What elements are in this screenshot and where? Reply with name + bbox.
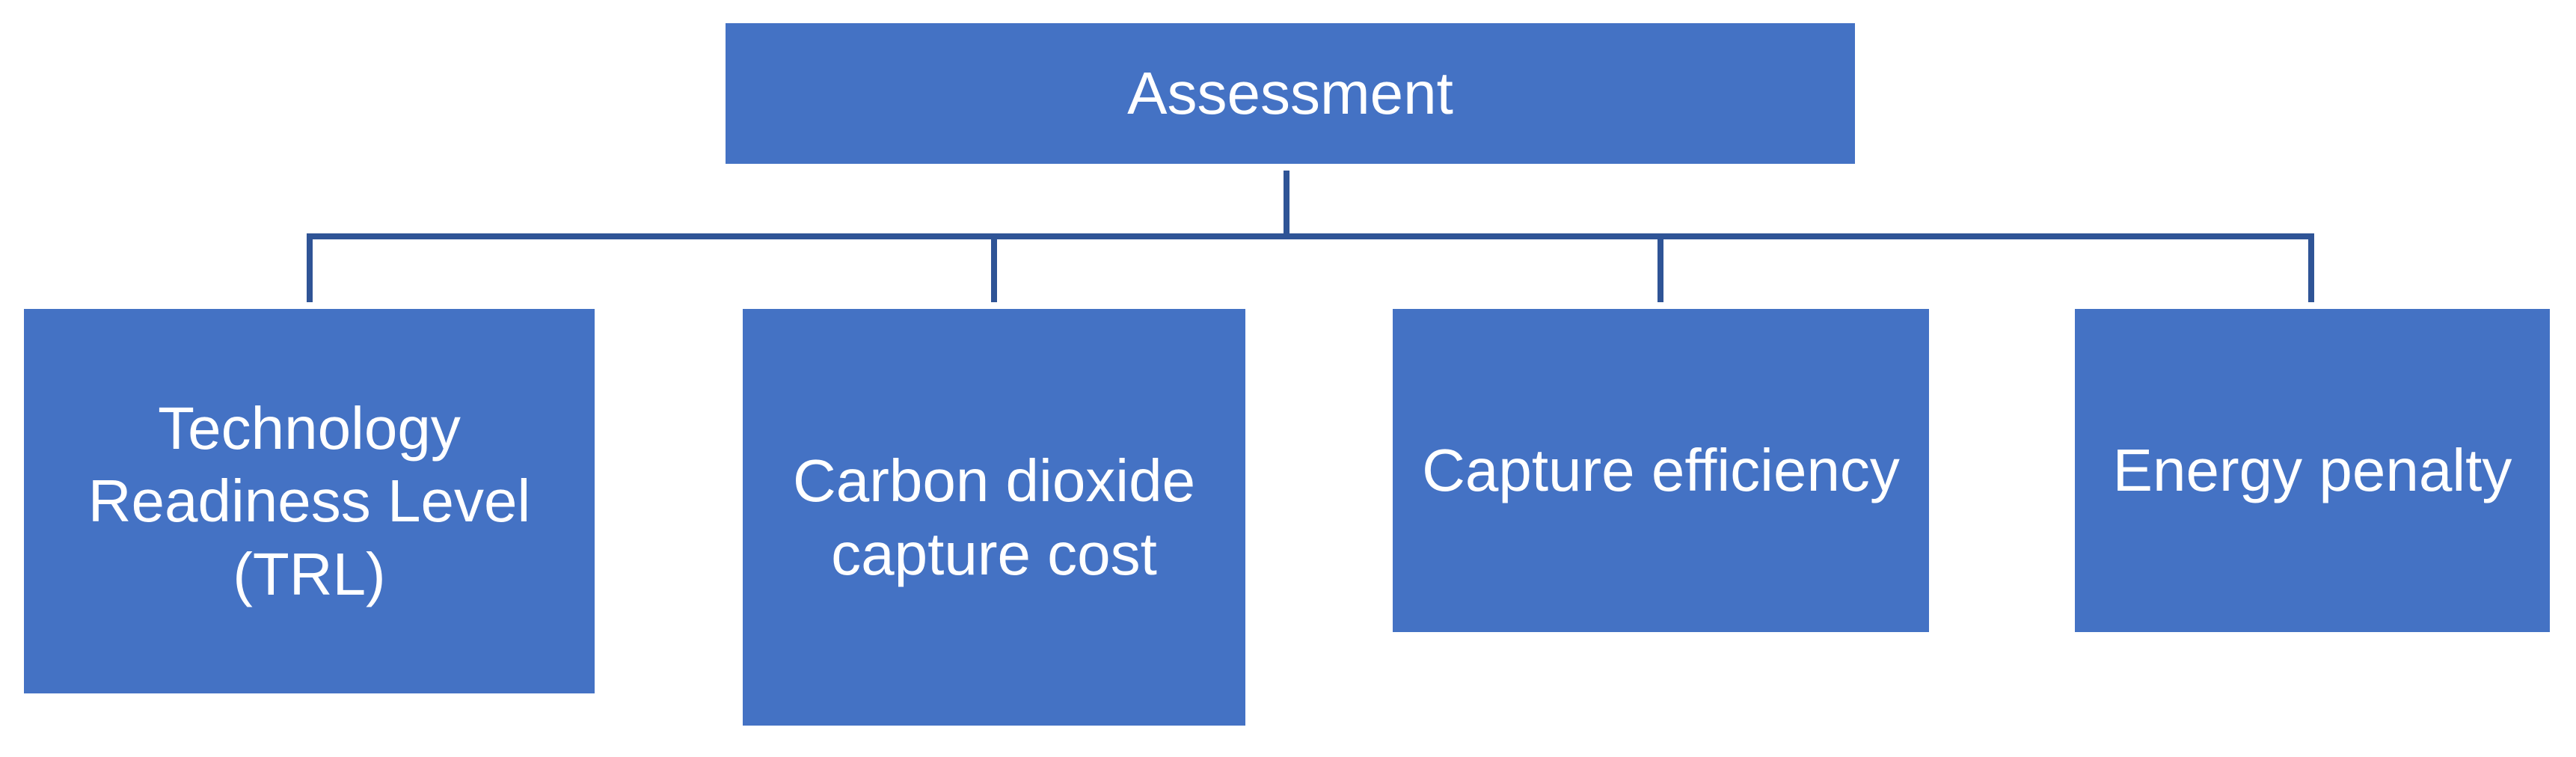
node-assessment: Assessment bbox=[726, 23, 1855, 164]
node-capture-efficiency: Capture efficiency bbox=[1393, 309, 1929, 632]
connector-drop-4 bbox=[2308, 239, 2314, 302]
connector-drop-1 bbox=[307, 239, 313, 302]
node-technology-readiness-level-label: Technology Readiness Level (TRL) bbox=[88, 394, 531, 607]
node-technology-readiness-level: Technology Readiness Level (TRL) bbox=[24, 309, 595, 693]
node-energy-penalty-label: Energy penalty bbox=[2112, 437, 2512, 504]
connector-drop-2 bbox=[991, 239, 997, 302]
node-carbon-dioxide-capture-cost: Carbon dioxide capture cost bbox=[743, 309, 1245, 726]
connector-drop-3 bbox=[1657, 239, 1663, 302]
node-assessment-label: Assessment bbox=[1127, 60, 1453, 127]
node-energy-penalty: Energy penalty bbox=[2075, 309, 2550, 632]
connector-stem bbox=[1284, 171, 1289, 239]
node-capture-efficiency-label: Capture efficiency bbox=[1422, 437, 1900, 504]
node-carbon-dioxide-capture-cost-label: Carbon dioxide capture cost bbox=[792, 447, 1196, 587]
connector-crossbar bbox=[307, 233, 2314, 239]
